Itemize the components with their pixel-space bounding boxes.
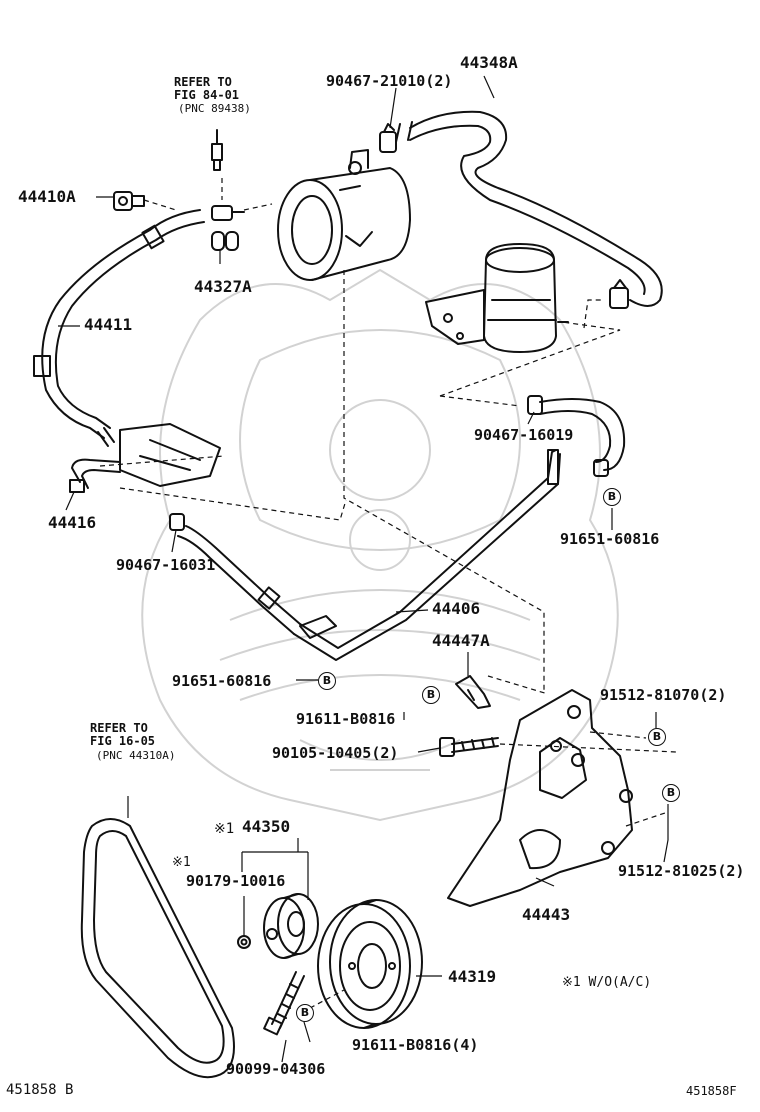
label-91611-B0816-4: 91611-B0816(4) <box>352 1036 479 1054</box>
nut-90179-10016 <box>237 935 251 949</box>
union-44410A <box>113 191 145 211</box>
idler-pulley-44350 <box>263 893 319 959</box>
reservoir-tank <box>425 243 569 353</box>
label-91512-81070: 91512-81070(2) <box>600 686 727 704</box>
gasket-44327A <box>211 231 239 251</box>
assembly-guide-lines <box>99 178 677 1009</box>
note-mark-90179: ※1 <box>172 855 191 870</box>
label-44411: 44411 <box>84 315 133 334</box>
label-44319: 44319 <box>448 967 497 986</box>
bolt-90105-10405 <box>439 737 499 757</box>
label-44327A: 44327A <box>194 277 252 296</box>
label-44416: 44416 <box>48 513 97 532</box>
v-belt-44310A <box>80 818 235 1079</box>
watermark-crest <box>141 268 619 822</box>
steering-gear-stub <box>119 423 221 487</box>
ref-84-01-line3: (PNC 89438) <box>178 102 251 115</box>
note-without-ac: ※1 W/O(A/C) <box>562 975 652 990</box>
badge-b-2: B <box>318 672 336 690</box>
label-91651-60816-b: 91651-60816 <box>172 672 272 690</box>
return-hose-44348A <box>395 110 663 307</box>
ref-84-01-line1: REFER TO <box>174 75 232 89</box>
sensor-fitting <box>211 129 223 171</box>
label-44350: 44350 <box>242 817 291 836</box>
label-44410A: 44410A <box>18 187 76 206</box>
return-hose-and-tube-44406 <box>169 449 561 661</box>
note-mark-44350: ※1 <box>214 821 235 837</box>
label-91651-60816-a: 91651-60816 <box>560 530 660 548</box>
badge-b-3: B <box>422 686 440 704</box>
badge-b-4: B <box>648 728 666 746</box>
label-90467-21010: 90467-21010(2) <box>326 72 453 90</box>
label-91512-81025: 91512-81025(2) <box>618 862 745 880</box>
ref-84-01-line2: FIG 84-01 <box>174 88 240 102</box>
leader-lines <box>58 75 669 1063</box>
badge-b-6: B <box>296 1004 314 1022</box>
bracket-44447A <box>455 675 491 709</box>
footer-left-code: 451858 B <box>6 1082 74 1098</box>
hose-90467-16019 <box>527 395 626 477</box>
tube-44416 <box>69 458 121 493</box>
label-90105-10405: 90105-10405(2) <box>272 744 399 762</box>
badge-b-5: B <box>662 784 680 802</box>
label-90179-10016: 90179-10016 <box>186 872 286 890</box>
label-44406: 44406 <box>432 599 481 618</box>
ref-16-05-line1: REFER TO <box>90 721 148 735</box>
label-44348A: 44348A <box>460 53 518 72</box>
power-steering-pump <box>277 149 411 281</box>
label-44447A: 44447A <box>432 631 490 650</box>
badge-b-1: B <box>603 488 621 506</box>
pump-bracket-44443 <box>447 689 633 907</box>
footer-right-code: 451858F <box>686 1084 737 1098</box>
label-90099-04306: 90099-04306 <box>226 1060 326 1078</box>
stud-90099-04306 <box>263 971 305 1036</box>
label-90467-16031: 90467-16031 <box>116 556 216 574</box>
pump-pulley-44319 <box>317 899 423 1029</box>
ref-16-05-line2: FIG 16-05 <box>90 734 156 748</box>
clamp-90467-21010 <box>379 123 629 309</box>
label-90467-16019: 90467-16019 <box>474 426 574 444</box>
ref-16-05-line3: (PNC 44310A) <box>96 749 176 762</box>
pressure-hose-44411 <box>33 205 245 447</box>
label-44443: 44443 <box>522 905 571 924</box>
label-91611-B0816: 91611-B0816 <box>296 710 396 728</box>
